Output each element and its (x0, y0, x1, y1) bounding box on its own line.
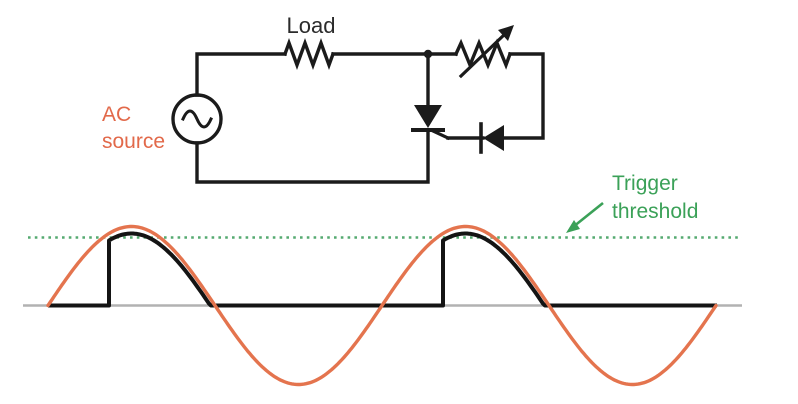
diode-icon (479, 122, 504, 154)
circuit-wire (195, 52, 545, 184)
variable-resistor-icon (453, 25, 514, 79)
source-voltage-wave (46, 224, 718, 387)
trigger-threshold-label: Trigger threshold (612, 172, 698, 223)
load-resistor-icon (282, 38, 336, 70)
ac-source-icon (171, 93, 223, 145)
ac-source-label: AC source (102, 103, 165, 153)
load-voltage-wave (48, 231, 717, 308)
gate-wire (430, 128, 451, 141)
variable-resistor-arrow-icon (458, 25, 514, 79)
load-label: Load (287, 13, 336, 38)
waveform-plot: Trigger threshold (23, 172, 742, 387)
thyristor-icon (411, 105, 451, 141)
trigger-threshold-arrow-icon (566, 201, 604, 233)
circuit-diagram: Load AC source (102, 13, 545, 184)
junction-dot (423, 49, 433, 59)
